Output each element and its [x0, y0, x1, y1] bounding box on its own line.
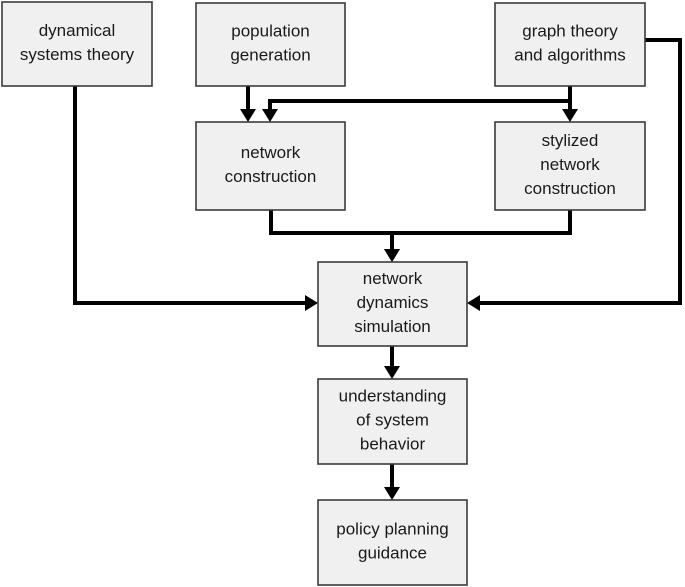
node-box[interactable] — [494, 121, 646, 211]
edge-arrowhead — [305, 295, 318, 311]
edge-graph-theory-to-network-construction — [262, 86, 572, 122]
node-box[interactable] — [494, 2, 646, 87]
edge-population-to-network-construction — [240, 86, 256, 122]
node-box[interactable] — [317, 378, 468, 465]
edge-line — [73, 86, 312, 305]
edge-line — [268, 86, 572, 116]
edge-graph-theory-to-stylized-network-construction — [562, 86, 578, 122]
edge-layer — [73, 38, 682, 500]
edge-understanding-to-policy-planning — [384, 464, 400, 500]
node-box[interactable] — [317, 261, 468, 347]
edge-line — [269, 210, 394, 256]
edge-arrowhead — [240, 109, 256, 122]
edge-arrowhead — [384, 366, 400, 379]
edge-graph-theory-to-network-dynamics — [467, 38, 682, 311]
node-box[interactable] — [1, 1, 153, 87]
edge-arrowhead — [562, 109, 578, 122]
edge-arrowhead — [384, 249, 400, 262]
edge-dynamical-systems-to-network-dynamics — [73, 86, 318, 311]
edge-line — [473, 38, 682, 305]
node-box[interactable] — [317, 499, 468, 586]
edge-arrowhead — [262, 109, 278, 122]
edge-network-dynamics-to-understanding — [384, 346, 400, 379]
edge-arrowhead — [384, 487, 400, 500]
node-box[interactable] — [195, 121, 346, 211]
edge-arrowhead — [467, 295, 480, 311]
edge-stylized-network-construction-to-network-dynamics — [384, 210, 572, 262]
edge-line — [390, 210, 572, 256]
edge-network-construction-to-network-dynamics — [269, 210, 400, 262]
node-box[interactable] — [195, 2, 346, 87]
